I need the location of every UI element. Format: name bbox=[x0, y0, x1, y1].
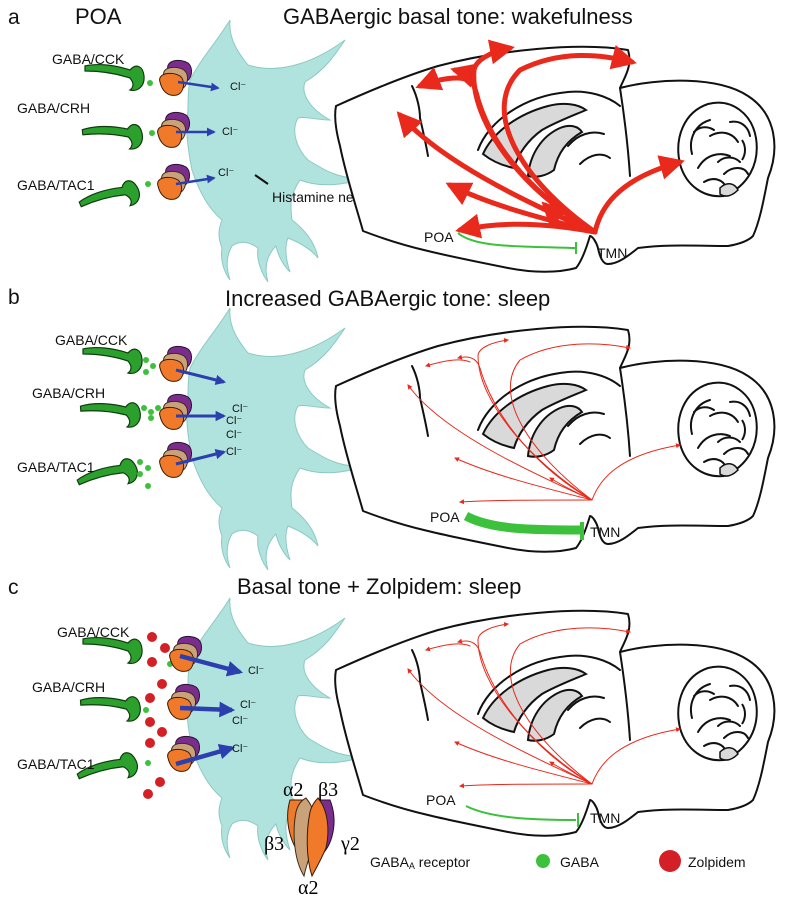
gaba-dots-a bbox=[145, 80, 155, 187]
gaba-cck-neuron-b bbox=[82, 346, 143, 374]
legend-zolpidem-label: Zolpidem bbox=[688, 854, 746, 870]
receptor-topview: α2 β3 β3 γ2 α2 bbox=[264, 779, 360, 898]
gaba-crh-neuron-b bbox=[79, 400, 142, 432]
subunit-alpha2-top: α2 bbox=[283, 779, 303, 801]
cl-ion-a2: Cl⁻ bbox=[222, 126, 238, 138]
subunit-beta3-left: β3 bbox=[264, 833, 284, 855]
gaba-projection-c bbox=[465, 805, 577, 821]
receptor-a1 bbox=[159, 59, 193, 96]
brain-c-poa-label: POA bbox=[426, 792, 456, 808]
label-gaba-cck-a: GABA/CCK bbox=[52, 51, 125, 67]
brain-a bbox=[334, 45, 776, 273]
gaba-crh-neuron-a bbox=[81, 121, 145, 155]
histamine-pointer bbox=[254, 174, 269, 185]
label-gaba-cck-b: GABA/CCK bbox=[55, 332, 128, 348]
histamine-neuron-b bbox=[186, 307, 366, 571]
brain-b-tmn-label: TMN bbox=[590, 524, 620, 540]
cl-ion-c2: Cl⁻ bbox=[240, 699, 256, 711]
label-gaba-crh-b: GABA/CRH bbox=[32, 385, 105, 401]
gaba-projection-a bbox=[457, 232, 576, 249]
poa-region-label: POA bbox=[75, 4, 122, 29]
legend-gaba-label: GABA bbox=[560, 854, 600, 870]
panel-a: a POA GABAergic basal tone: wakefulness … bbox=[8, 4, 776, 283]
brain-c bbox=[334, 609, 776, 837]
chloride-arrows-c bbox=[175, 653, 244, 767]
brain-a-poa-label: POA bbox=[424, 229, 454, 245]
receptor-a2 bbox=[157, 111, 191, 148]
gaba-dots-b bbox=[137, 357, 161, 489]
label-gaba-tac1-c: GABA/TAC1 bbox=[17, 756, 95, 772]
receptor-b1 bbox=[159, 345, 193, 382]
panel-letter-b: b bbox=[8, 286, 20, 309]
panel-b: b Increased GABAergic tone: sleep GABA/C… bbox=[8, 286, 776, 571]
cl-ion-b3: Cl⁻ bbox=[226, 429, 242, 441]
label-gaba-crh-a: GABA/CRH bbox=[17, 100, 90, 116]
brain-b-poa-label: POA bbox=[430, 509, 460, 525]
projections-c bbox=[407, 622, 681, 789]
gaba-dots-c bbox=[143, 661, 173, 766]
zolpidem-dots-c bbox=[143, 632, 170, 799]
brain-c-tmn-label: TMN bbox=[590, 810, 620, 826]
histamine-neuron-a bbox=[186, 19, 366, 283]
panel-letter-a: a bbox=[8, 6, 20, 29]
label-gaba-tac1-a: GABA/TAC1 bbox=[17, 177, 95, 193]
panel-b-title: Increased GABAergic tone: sleep bbox=[225, 286, 550, 311]
projections-a bbox=[396, 39, 685, 239]
legend-zolpidem-dot bbox=[659, 850, 681, 872]
chloride-arrows-b bbox=[175, 368, 227, 466]
subunit-gamma2-right: γ2 bbox=[340, 833, 360, 855]
panel-c: c Basal tone + Zolpidem: sleep GABA/CCK … bbox=[8, 574, 776, 898]
receptor-c3 bbox=[167, 735, 201, 772]
cl-ion-b2: Cl⁻ bbox=[226, 415, 242, 427]
projections-b bbox=[407, 338, 681, 505]
panel-c-title: Basal tone + Zolpidem: sleep bbox=[237, 574, 521, 599]
cl-ion-c4: Cl⁻ bbox=[232, 743, 248, 755]
gaba-crh-neuron-c bbox=[79, 694, 142, 726]
cl-ion-b1: Cl⁻ bbox=[232, 403, 248, 415]
panel-letter-c: c bbox=[8, 576, 19, 599]
histamine-neuron-c bbox=[186, 597, 366, 861]
cl-ion-b4: Cl⁻ bbox=[226, 446, 242, 458]
cl-ion-c3: Cl⁻ bbox=[232, 715, 248, 727]
subunit-beta3-top: β3 bbox=[318, 779, 338, 801]
gaba-cck-neuron-c bbox=[82, 636, 143, 664]
brain-a-tmn-label: TMN bbox=[597, 245, 627, 261]
label-gaba-tac1-b: GABA/TAC1 bbox=[17, 459, 95, 475]
chloride-arrows-a bbox=[175, 80, 220, 186]
cl-ion-a3: Cl⁻ bbox=[218, 167, 234, 179]
panel-a-title: GABAergic basal tone: wakefulness bbox=[283, 4, 633, 29]
subunit-alpha2-bottom: α2 bbox=[298, 877, 318, 898]
cl-ion-c1: Cl⁻ bbox=[248, 665, 264, 677]
brain-b bbox=[334, 325, 776, 553]
receptor-b2 bbox=[159, 393, 193, 430]
label-gaba-cck-c: GABA/CCK bbox=[57, 624, 130, 640]
gaba-cck-neuron-a bbox=[84, 63, 145, 91]
gaba-projection-b bbox=[463, 511, 581, 535]
legend-gaba-dot bbox=[536, 854, 550, 868]
legend: GABAA receptor GABA Zolpidem bbox=[370, 850, 746, 872]
label-gaba-crh-c: GABA/CRH bbox=[32, 679, 105, 695]
legend-receptor-label: GABAA receptor bbox=[370, 854, 471, 871]
cl-ion-a1: Cl⁻ bbox=[230, 81, 246, 93]
